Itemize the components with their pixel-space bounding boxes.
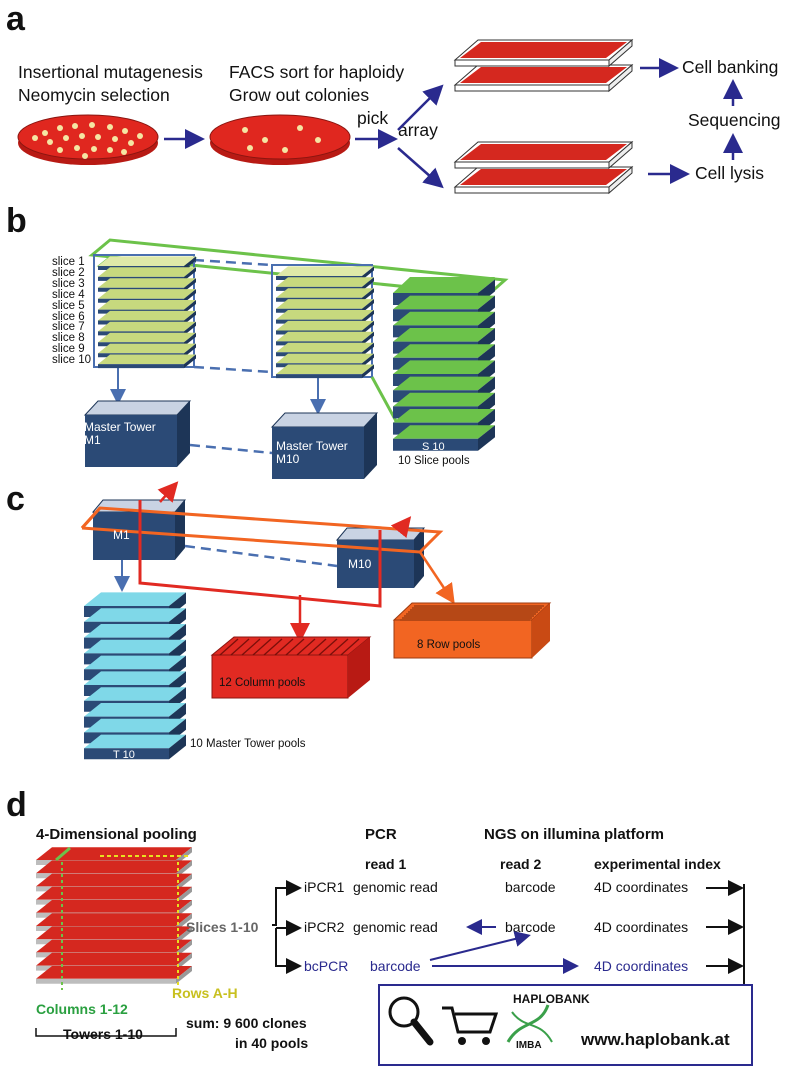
row2-index: 4D coordinates [594,919,689,935]
panel-d-graphics [35,880,753,1066]
row1-index: 4D coordinates [594,879,689,895]
panel-a-label: a [6,0,25,38]
slice-label: slice 9 [52,343,85,356]
step2-line1: FACS sort for haploidy [229,62,405,82]
title-ngs: NGS on illumina platform [484,826,665,843]
row2-pcr: iPCR2 [304,919,345,935]
panel-c-graphics [80,481,552,699]
sum-line2: in 40 pools [235,1035,309,1051]
array-label: array [398,120,438,140]
rows-label: Rows A-H [172,985,238,1001]
m1-line1: Master Tower [84,420,156,434]
m10-line2: M10 [276,452,300,466]
m10-line1: Master Tower [276,439,348,453]
slice-label: slice 4 [52,288,85,301]
row3-index: 4D coordinates [594,958,689,974]
haplobank-box [378,984,753,1066]
slices-label: Slices 1-10 [186,919,259,935]
search-icon [388,996,434,1046]
columns-label: Columns 1-12 [36,1001,128,1017]
petri-dish-2 [209,114,351,165]
row-pools-label: 8 Row pools [417,639,481,651]
row2-read2: barcode [505,919,556,935]
slice-label: slice 6 [52,310,85,323]
petri-dish-1 [17,114,159,165]
sum-line1: sum: 9 600 clones [186,1015,307,1031]
master-tower-m10-label: Master Tower M10 [276,440,348,466]
m1-label-c: M1 [113,528,130,542]
header-index: experimental index [594,856,721,872]
cell-lysis-label: Cell lysis [695,163,765,183]
slice-label: slice 3 [52,277,85,290]
slice-label: slice 7 [52,321,85,334]
row3-pcr: bcPCR [304,958,349,974]
website-link[interactable]: www.haplobank.at [581,1030,730,1049]
row1-read2: barcode [505,879,556,895]
title-pcr: PCR [365,826,397,843]
column-pools-label: 12 Column pools [219,677,306,689]
plate-stack-bottom [453,140,634,195]
towers-label: Towers 1-10 [63,1026,143,1042]
row2-read1: genomic read [353,919,438,935]
slice-label: slice 5 [52,299,85,312]
slice-label: slice 8 [52,332,85,345]
master-tower-m1 [83,400,192,467]
haplobank-logo: HAPLOBANK [513,992,590,1006]
imba-logo: IMBA [516,1040,542,1051]
title-pooling: 4-Dimensional pooling [36,826,197,843]
slice-label-list: slice 1 slice 2 slice 3 slice 4 slice 5 … [52,256,91,367]
m10-label-c: M10 [348,557,372,571]
slice-label: slice 2 [52,266,85,279]
step1-line1: Insertional mutagenesis [18,62,203,82]
cart-icon [442,1006,499,1045]
slice-pool-stack [393,277,495,293]
header-read2: read 2 [500,856,542,872]
slice-label: slice 10 [52,354,91,367]
dna-logo-icon [506,1004,553,1043]
panel-b-label: b [6,202,27,240]
step2-line2: Grow out colonies [229,85,370,105]
master-tower-m1-label: Master Tower M1 [84,421,156,447]
m1-line2: M1 [84,433,101,447]
slice-pools-label: 10 Slice pools [398,455,470,467]
panel-d-label: d [6,786,27,824]
cell-banking-label: Cell banking [682,57,779,77]
sequencing-label: Sequencing [688,110,781,130]
row3-read1: barcode [370,958,421,974]
pick-label: pick [357,108,389,128]
row1-read1: genomic read [353,879,438,895]
header-read1: read 1 [365,856,407,872]
step1-line2: Neomycin selection [18,85,170,105]
master-tower-pools-label: 10 Master Tower pools [190,738,306,750]
slice-label: slice 1 [52,256,85,268]
panel-a-graphics [17,38,743,195]
panel-c-label: c [6,480,25,518]
master-tower-m10 [270,412,379,479]
plate-stack-top [453,38,634,93]
row1-pcr: iPCR1 [304,879,345,895]
